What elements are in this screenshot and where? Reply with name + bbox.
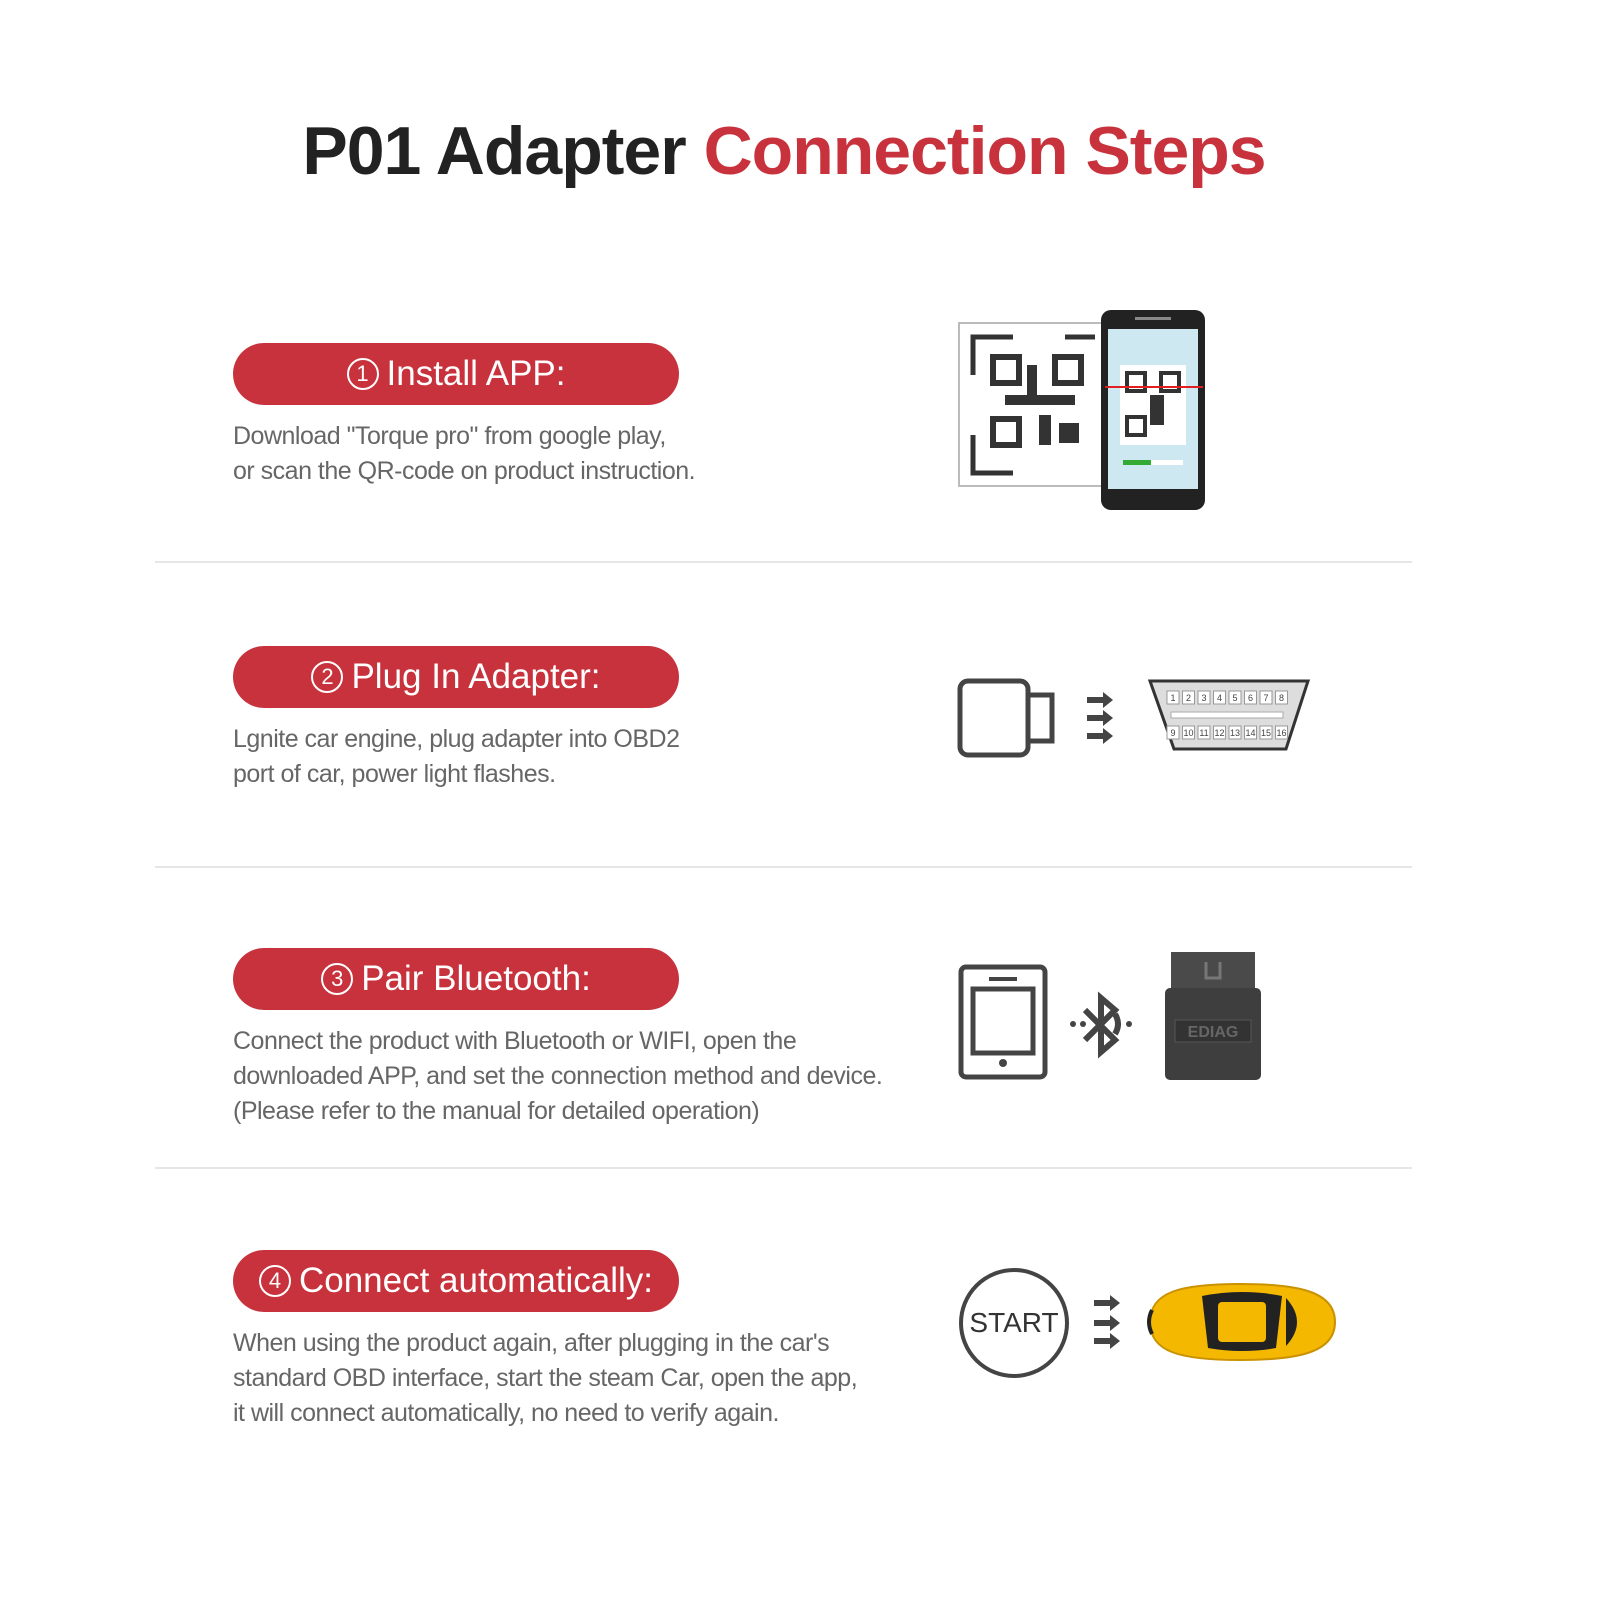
step-label: Plug In Adapter: [351,657,601,696]
obd-pin [1228,725,1242,740]
obd-pin-label: 6 [1248,693,1253,703]
obd-pin-label: 11 [1199,728,1208,738]
title-black: P01 Adapter [302,113,686,189]
obd-pin [1244,690,1257,705]
obd-pin [1275,725,1288,740]
obd-pin [1182,690,1195,705]
step-label: Pair Bluetooth: [361,959,591,998]
qr-scan-phone-icon [958,310,1205,510]
obd-pin [1166,725,1180,740]
obd-pin [1228,690,1242,705]
bluetooth-icon [1082,991,1121,1059]
obd-pin-label: 13 [1230,728,1240,738]
obd-pin [1259,690,1273,705]
obd-pin-label: 15 [1261,728,1271,738]
obd-pin [1197,725,1211,740]
obd-pin-label: 1 [1170,693,1175,703]
step-number: 4 [258,1265,291,1297]
divider [155,866,1412,868]
start-label: START [969,1307,1059,1338]
obd-pin-label: 7 [1263,693,1268,703]
step-label: Install APP: [386,354,566,393]
obd-pin [1275,690,1288,705]
obd-pin-label: 5 [1232,693,1237,703]
divider [155,1167,1412,1169]
step-label: Connect automatically: [298,1261,654,1300]
obd-pin [1213,725,1226,740]
car-icon [1094,1282,1337,1362]
obd-pin-label: 8 [1279,693,1284,703]
obd-pin [1182,725,1195,740]
obd-pin-label: 12 [1214,728,1224,738]
obd-pin [1166,690,1180,705]
arrows-icon [1087,692,1113,744]
step-number: 2 [311,661,344,693]
obd-pin [1244,725,1257,740]
obd-pin-label: 9 [1170,728,1175,738]
obd-pin-label: 3 [1201,693,1206,703]
divider [155,561,1412,563]
adapter-brand: EDIAG [1188,1024,1239,1041]
arrows-icon [1094,1295,1120,1349]
obd-pin-label: 16 [1276,728,1286,738]
obd-pin [1213,690,1226,705]
title-red: Connection Steps [703,113,1267,189]
obd-pin [1197,690,1211,705]
obd-pin [1259,725,1273,740]
step-number: 3 [321,963,354,995]
obd-pin-label: 10 [1183,728,1193,738]
step-description: Download "Torque pro" from google play, … [233,422,696,485]
obd-pin-label: 14 [1245,728,1255,738]
step-number: 1 [346,358,379,390]
obd-pin-label: 4 [1217,693,1222,703]
page-title: P01 Adapter Connection Steps [0,112,1568,190]
step-description: Connect the product with Bluetooth or WI… [233,1027,883,1125]
step-description: Lgnite car engine, plug adapter into OBD… [233,725,680,788]
obd-pin-label: 2 [1186,693,1191,703]
step-description: When using the product again, after plug… [233,1329,858,1427]
start-button-icon: START [959,1268,1069,1378]
bluetooth-pairing-icon: EDIAG [958,952,1261,1080]
